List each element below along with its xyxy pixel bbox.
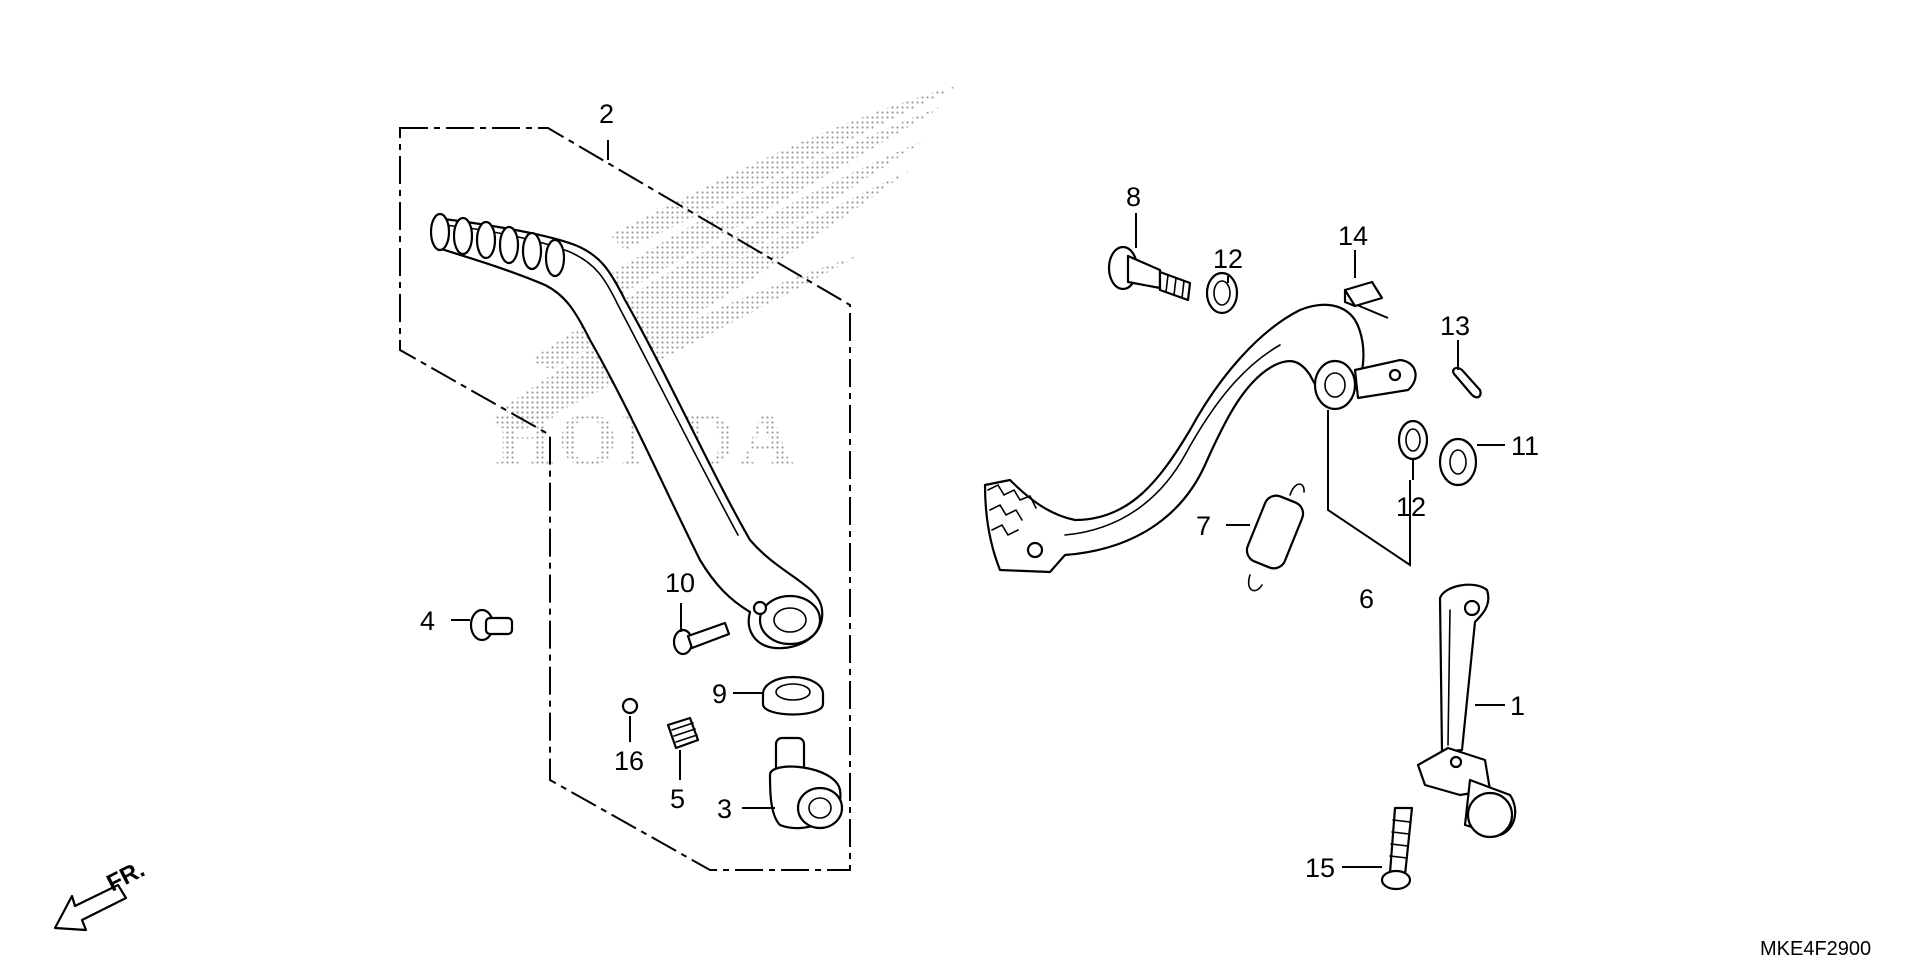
steel-ball-16 xyxy=(621,697,639,715)
clip-14 xyxy=(1343,280,1384,308)
brake-pedal-6 xyxy=(983,303,1417,574)
washer-12-lower xyxy=(1397,419,1429,461)
kick-joint-3 xyxy=(768,736,844,830)
callout-13: 13 xyxy=(1440,311,1470,341)
callout-8: 8 xyxy=(1126,182,1141,212)
callout-1: 1 xyxy=(1510,691,1525,721)
bolt-15 xyxy=(1380,806,1414,891)
callout-7: 7 xyxy=(1196,511,1211,541)
callout-3: 3 xyxy=(717,794,732,824)
washer-11 xyxy=(1438,437,1478,487)
return-spring-7 xyxy=(1245,483,1305,592)
oil-seal-9 xyxy=(761,675,825,716)
kick-grip-ribs xyxy=(429,212,566,278)
callout-14: 14 xyxy=(1338,221,1368,251)
callouts: 2 8 12 14 13 11 12 7 6 1 15 4 10 9 16 5 … xyxy=(420,99,1539,883)
callout-4: 4 xyxy=(420,606,435,636)
callout-9: 9 xyxy=(712,679,727,709)
callout-6: 6 xyxy=(1359,584,1374,614)
brake-pedal-teeth xyxy=(987,483,1037,537)
kick-assembly-boundary xyxy=(399,127,851,871)
spring-5 xyxy=(666,716,700,750)
washer-12-upper xyxy=(1205,271,1239,315)
callout-5: 5 xyxy=(670,784,685,814)
callout-10: 10 xyxy=(665,568,695,598)
callout-12-lower: 12 xyxy=(1396,492,1426,522)
bolt-4 xyxy=(469,608,514,642)
callout-12-upper: 12 xyxy=(1213,244,1243,274)
cotter-pin-13 xyxy=(1452,366,1482,399)
figure-code: MKE4F2900 xyxy=(1760,938,1871,960)
callout-2: 2 xyxy=(599,99,614,129)
screw-10 xyxy=(672,621,731,656)
arrow-left-down-icon xyxy=(53,883,128,932)
pivot-bolt-8 xyxy=(1107,245,1192,302)
callout-16: 16 xyxy=(614,746,644,776)
kick-starter-arm xyxy=(429,212,824,650)
front-direction-arrow: FR. xyxy=(53,856,149,932)
callout-11: 11 xyxy=(1511,431,1539,461)
callout-15: 15 xyxy=(1305,853,1335,883)
leader-lines xyxy=(451,140,1505,868)
gearshift-pedal-1 xyxy=(1416,583,1517,839)
